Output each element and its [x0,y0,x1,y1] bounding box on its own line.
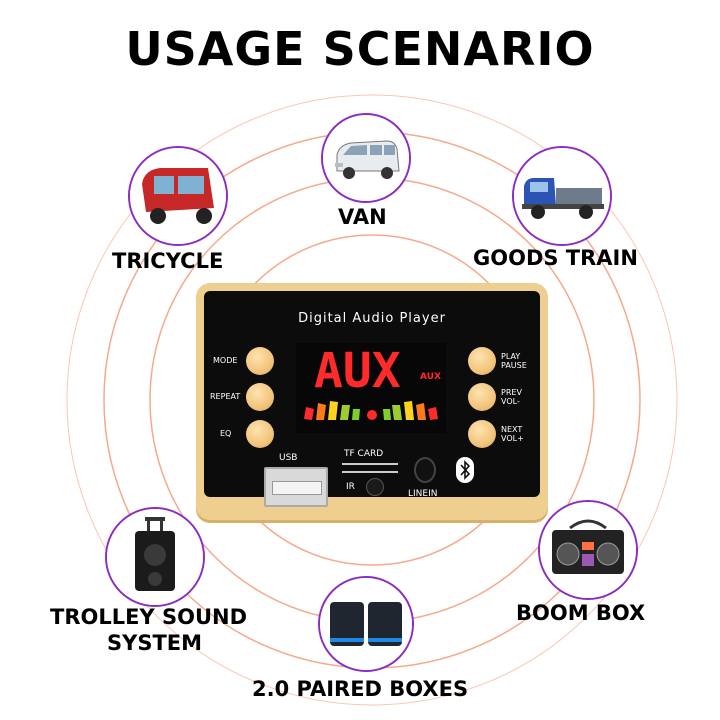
mode-label: MODE [213,356,238,365]
tf-card-slot[interactable] [342,463,398,473]
eq-button[interactable] [246,420,274,448]
tricycle-icon [128,146,228,246]
repeat-button[interactable] [246,383,274,411]
repeat-label: REPEAT [210,392,241,401]
goods-truck-icon [512,146,612,246]
boom-box-icon [538,500,638,600]
ir-receiver [366,478,384,496]
bluetooth-icon [456,457,474,483]
play-pause-button[interactable] [468,347,496,375]
goods-train-label: GOODS TRAIN [473,246,638,270]
linein-jack[interactable] [414,457,436,483]
mode-button[interactable] [246,347,274,375]
next-vol-up-button[interactable] [468,420,496,448]
eq-label: EQ [220,429,232,438]
display-aux-indicator: AUX [420,372,441,382]
van-label: VAN [338,205,387,229]
ir-label: IR [346,482,355,492]
trolley-speaker-icon [105,507,205,607]
front-panel: Digital Audio Player MODE REPEAT EQ AUX … [204,291,540,507]
page-title: USAGE SCENARIO [125,22,595,76]
display-aux-text: AUX [314,343,401,399]
usb-port[interactable] [264,467,328,507]
linein-label: LINEIN [408,489,438,499]
boom-box-label: BOOM BOX [516,601,646,625]
paired-speakers-icon [318,576,414,672]
tf-card-label: TF CARD [344,449,384,459]
paired-boxes-label: 2.0 PAIRED BOXES [252,677,469,701]
device-title: Digital Audio Player [298,311,446,326]
tricycle-label: TRICYCLE [112,249,224,273]
led-display: AUX AUX [296,343,446,433]
trolley-label-line1: TROLLEY SOUND [50,605,248,629]
trolley-label-line2: SYSTEM [107,631,203,655]
spectrum-analyzer [304,401,438,420]
audio-player-module: Digital Audio Player MODE REPEAT EQ AUX … [196,283,548,523]
usb-label: USB [279,453,298,463]
van-icon [321,113,411,203]
prev-vol-down-button[interactable] [468,383,496,411]
